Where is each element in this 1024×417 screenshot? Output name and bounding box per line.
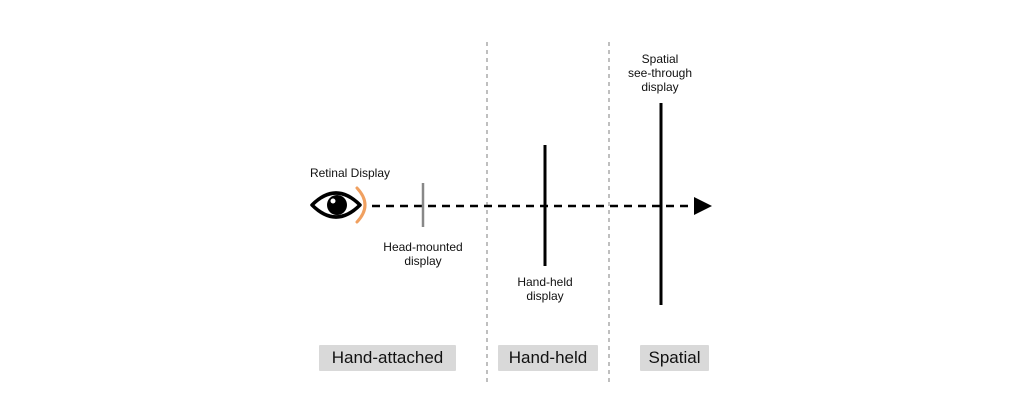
head-mounted-line-1: Head-mounted [383,240,463,254]
spatial-display-label: Spatial see-through display [610,52,710,94]
arrow-head-icon [694,197,712,215]
retinal-display-label-text: Retinal Display [309,166,391,180]
spatial-line-2: see-through [627,66,693,80]
hand-held-display-label: Hand-held display [495,275,595,303]
head-mounted-display-label: Head-mounted display [363,240,483,268]
category-hand-held: Hand-held [498,345,598,371]
category-hand-attached: Hand-attached [319,345,456,371]
hand-held-line-1: Hand-held [517,275,573,289]
eye-icon [310,191,362,219]
spatial-line-3: display [641,80,679,94]
spatial-line-1: Spatial [641,52,679,66]
head-mounted-line-2: display [404,254,442,268]
retinal-display-arc [355,186,367,224]
retinal-display-label: Retinal Display [300,166,400,180]
hand-held-line-2: display [526,289,564,303]
category-spatial: Spatial [640,345,709,371]
